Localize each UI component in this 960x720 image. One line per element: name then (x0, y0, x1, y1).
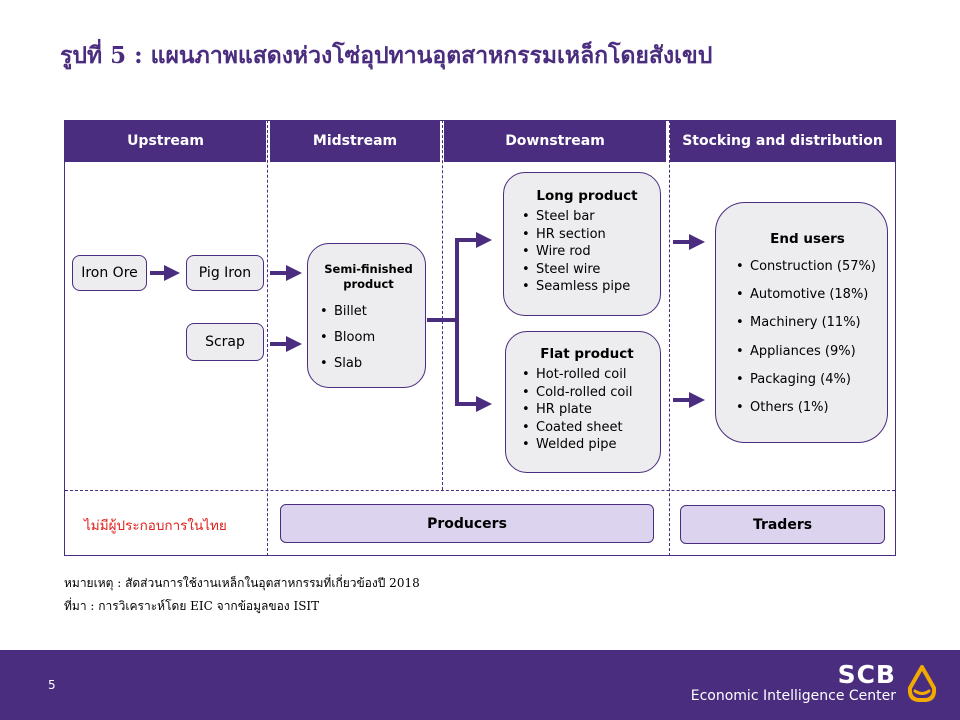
pig-iron-box: Pig Iron (186, 255, 264, 291)
end-users-heading: End users (770, 231, 845, 247)
list-item: Others (1%) (736, 394, 879, 422)
end-users-list: Construction (57%) Automotive (18%) Mach… (736, 253, 879, 422)
end-users-box: End users Construction (57%) Automotive … (715, 202, 888, 443)
semi-finished-product-list: Billet Bloom Slab (320, 299, 417, 377)
list-item: Machinery (11%) (736, 309, 879, 337)
long-product-heading: Long product (536, 188, 638, 204)
list-item: Billet (320, 299, 417, 325)
producers-bar: Producers (280, 504, 654, 543)
list-item: Construction (57%) (736, 253, 879, 281)
list-item: Bloom (320, 325, 417, 351)
remark-note: หมายเหตุ : สัดส่วนการใช้งานเหล็กในอุตสาห… (64, 576, 420, 590)
column-divider (442, 120, 443, 490)
list-item: Steel wire (522, 261, 652, 279)
flat-product-list: Hot-rolled coil Cold-rolled coil HR plat… (522, 366, 652, 454)
list-item: Welded pipe (522, 436, 652, 454)
page-title: รูปที่ 5 : แผนภาพแสดงห่วงโซ่อุปทานอุตสาห… (60, 42, 713, 69)
no-producers-label: ไม่มีผู้ประกอบการในไทย (84, 518, 227, 534)
brand-name: SCB (837, 660, 896, 689)
semi-finished-product-box: Semi-finished product Billet Bloom Slab (307, 243, 426, 388)
scrap-box: Scrap (186, 323, 264, 361)
column-header-downstream: Downstream (444, 120, 666, 162)
column-header-upstream: Upstream (65, 120, 266, 162)
list-item: HR section (522, 226, 652, 244)
long-product-box: Long product Steel bar HR section Wire r… (503, 172, 661, 316)
list-item: Cold-rolled coil (522, 384, 652, 402)
flat-product-heading: Flat product (540, 346, 634, 362)
column-header-stocking: Stocking and distribution (670, 120, 895, 162)
traders-bar: Traders (680, 505, 885, 544)
flat-product-box: Flat product Hot-rolled coil Cold-rolled… (505, 331, 661, 473)
page-number: 5 (48, 678, 56, 692)
list-item: Coated sheet (522, 419, 652, 437)
footer-bar: 5 SCB Economic Intelligence Center (0, 650, 960, 720)
column-divider (669, 120, 670, 556)
list-item: Slab (320, 351, 417, 377)
list-item: Steel bar (522, 208, 652, 226)
brand-center-name: Economic Intelligence Center (690, 688, 896, 704)
source-note: ที่มา : การวิเคราะห์โดย EIC จากข้อมูลของ… (64, 599, 320, 613)
list-item: Seamless pipe (522, 278, 652, 296)
scb-logo-icon (907, 665, 937, 702)
column-header-midstream: Midstream (270, 120, 440, 162)
row-divider (65, 490, 895, 491)
list-item: HR plate (522, 401, 652, 419)
list-item: Hot-rolled coil (522, 366, 652, 384)
long-product-list: Steel bar HR section Wire rod Steel wire… (522, 208, 652, 296)
list-item: Automotive (18%) (736, 281, 879, 309)
semi-finished-product-heading: Semi-finished product (324, 262, 413, 291)
column-divider (267, 120, 268, 556)
list-item: Packaging (4%) (736, 366, 879, 394)
list-item: Wire rod (522, 243, 652, 261)
iron-ore-box: Iron Ore (72, 255, 147, 291)
list-item: Appliances (9%) (736, 338, 879, 366)
